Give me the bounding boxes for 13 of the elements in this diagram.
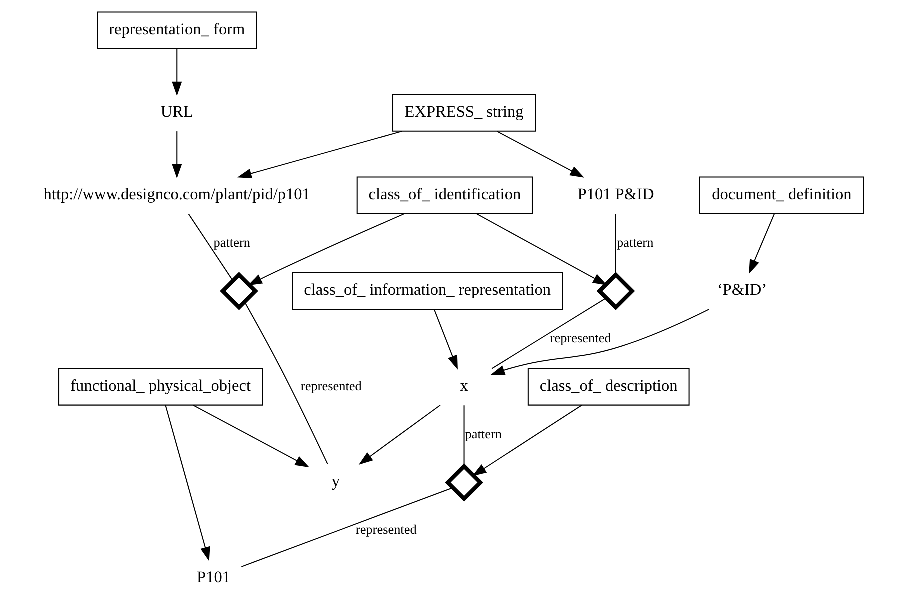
node-text: ‘P&ID’	[716, 280, 767, 300]
edge-label: represented	[550, 330, 611, 346]
edge-label: represented	[355, 522, 416, 538]
node-text: URL	[160, 102, 193, 121]
node-text: P101	[196, 567, 230, 586]
node-text: http://www.designco.com/plant/pid/p101	[43, 184, 310, 204]
edge-label: pattern	[213, 234, 250, 250]
edge-label: represented	[300, 378, 362, 394]
node-text: x	[460, 376, 468, 395]
node-text: P101 P&ID	[577, 184, 654, 204]
node-text: y	[331, 472, 340, 491]
edge-label: pattern	[464, 426, 502, 442]
edge-label: pattern	[616, 234, 654, 250]
